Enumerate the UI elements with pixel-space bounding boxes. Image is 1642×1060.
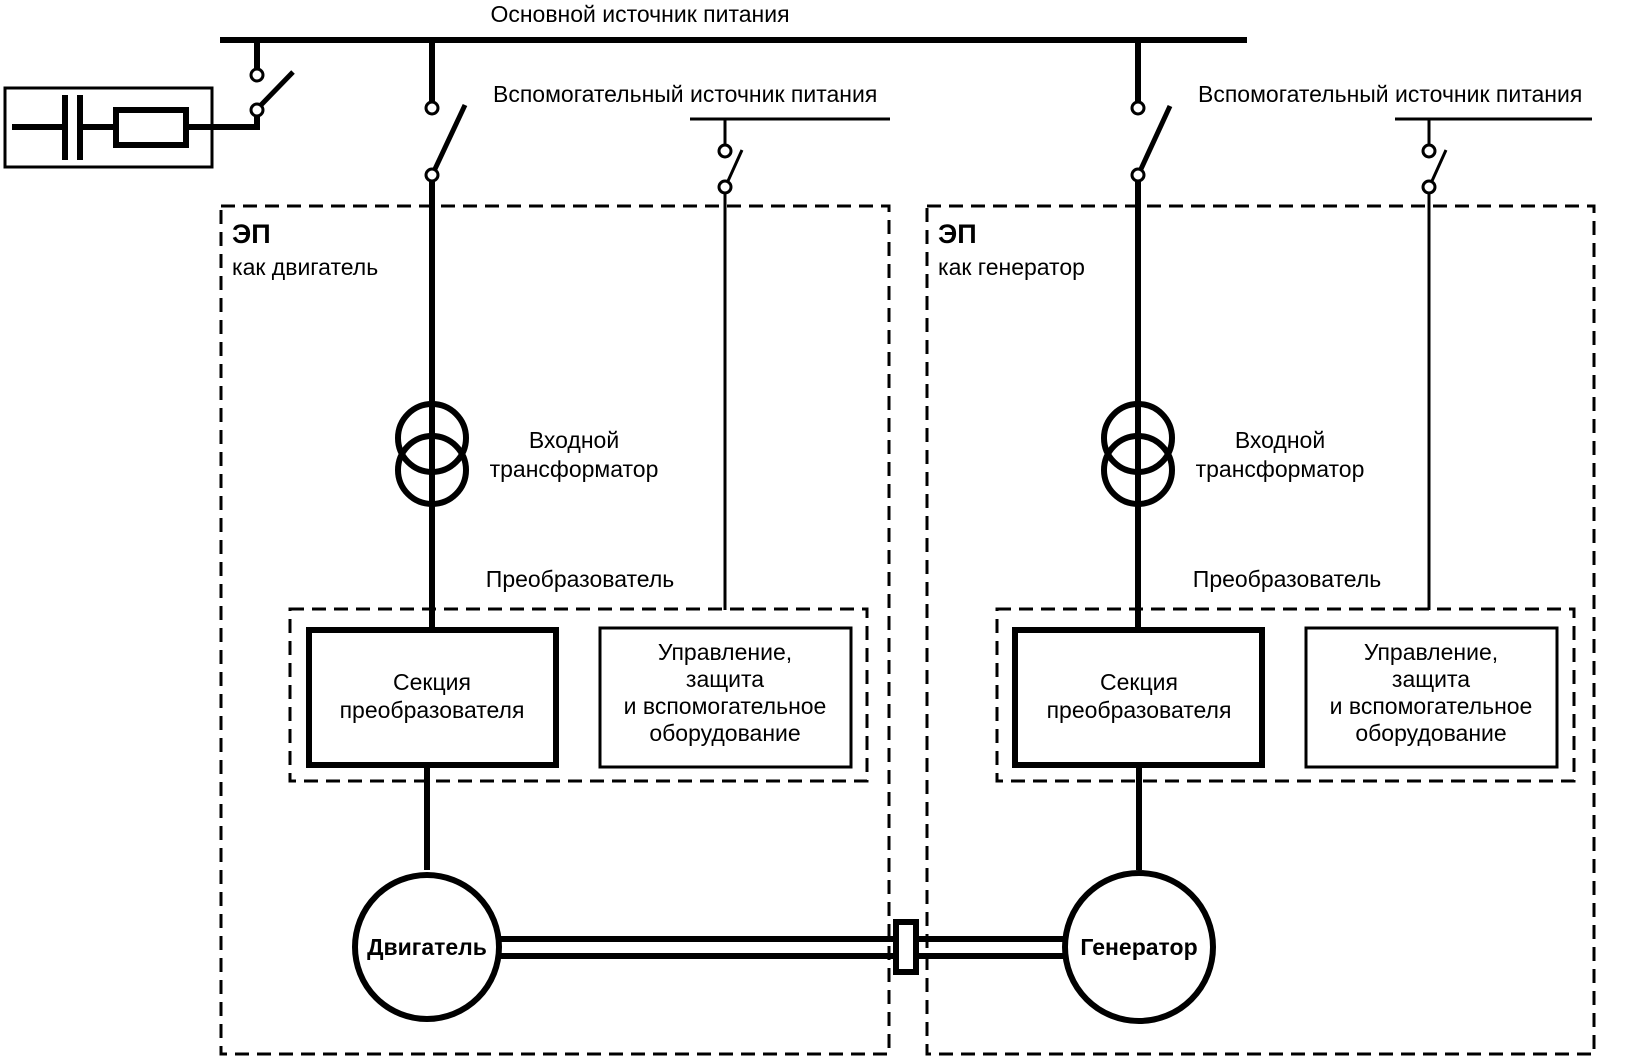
generator-main-switch-icon[interactable] bbox=[1130, 40, 1173, 183]
motor-drive: Вспомогательный источник питания ЭП как … bbox=[219, 40, 891, 1056]
generator-aux-supply-label: Вспомогательный источник питания bbox=[1198, 81, 1582, 107]
motor-icon bbox=[352, 872, 502, 1022]
main-bus-label: Основной источник питания bbox=[490, 1, 789, 27]
motor-aux-supply-label: Вспомогательный источник питания bbox=[493, 81, 877, 107]
motor-section-label-2: преобразователя bbox=[340, 697, 525, 723]
generator-section-label-1: Секция bbox=[1100, 669, 1178, 695]
motor-main-switch-icon[interactable] bbox=[424, 40, 468, 183]
shaft-coupling-icon bbox=[893, 919, 919, 975]
motor-converter-enclosure bbox=[288, 607, 869, 783]
motor-converter-label: Преобразователь bbox=[486, 566, 674, 592]
motor-transformer-label-2: трансформатор bbox=[490, 456, 659, 482]
generator-drive-title: ЭП bbox=[938, 219, 977, 249]
motor-drive-title: ЭП bbox=[232, 219, 271, 249]
generator-drive: Вспомогательный источник питания ЭП как … bbox=[925, 40, 1596, 1056]
generator-converter-enclosure bbox=[995, 607, 1576, 783]
generator-control-block bbox=[1304, 626, 1559, 769]
generator-control-label-2: защита bbox=[1392, 666, 1470, 692]
motor-label: Двигатель bbox=[367, 934, 487, 960]
generator-label: Генератор bbox=[1080, 934, 1197, 960]
motor-control-label-4: оборудование bbox=[649, 720, 800, 746]
motor-control-label-2: защита bbox=[686, 666, 764, 692]
generator-drive-enclosure bbox=[925, 204, 1596, 1056]
motor-aux-switch-icon[interactable] bbox=[717, 119, 744, 195]
motor-section-label-1: Секция bbox=[393, 669, 471, 695]
motor-drive-enclosure bbox=[219, 204, 891, 1056]
motor-control-block bbox=[598, 626, 853, 769]
generator-converter-label: Преобразователь bbox=[1193, 566, 1381, 592]
shaft bbox=[499, 936, 1063, 959]
motor-transformer-icon bbox=[395, 401, 469, 507]
generator-drive-subtitle: как генератор bbox=[938, 254, 1085, 280]
generator-section-label-2: преобразователя bbox=[1047, 697, 1232, 723]
motor-transformer-label-1: Входной bbox=[529, 427, 619, 453]
filter-branch bbox=[3, 40, 295, 169]
generator-transformer-label-1: Входной bbox=[1235, 427, 1325, 453]
capacitor-icon bbox=[12, 95, 114, 160]
filter-switch-icon[interactable] bbox=[249, 40, 295, 118]
generator-control-label-4: оборудование bbox=[1355, 720, 1506, 746]
resistor-icon bbox=[113, 107, 189, 148]
motor-converter-section-block bbox=[306, 627, 559, 768]
generator-icon bbox=[1062, 870, 1216, 1024]
main-power-bus: Основной источник питания bbox=[220, 1, 1247, 43]
generator-control-label-3: и вспомогательное bbox=[1330, 693, 1533, 719]
generator-transformer-label-2: трансформатор bbox=[1196, 456, 1365, 482]
motor-drive-subtitle: как двигатель bbox=[232, 254, 378, 280]
motor-control-label-1: Управление, bbox=[658, 639, 792, 665]
generator-aux-switch-icon[interactable] bbox=[1421, 119, 1448, 195]
motor-control-label-3: и вспомогательное bbox=[624, 693, 827, 719]
generator-control-label-1: Управление, bbox=[1364, 639, 1498, 665]
generator-transformer-icon bbox=[1101, 401, 1175, 507]
